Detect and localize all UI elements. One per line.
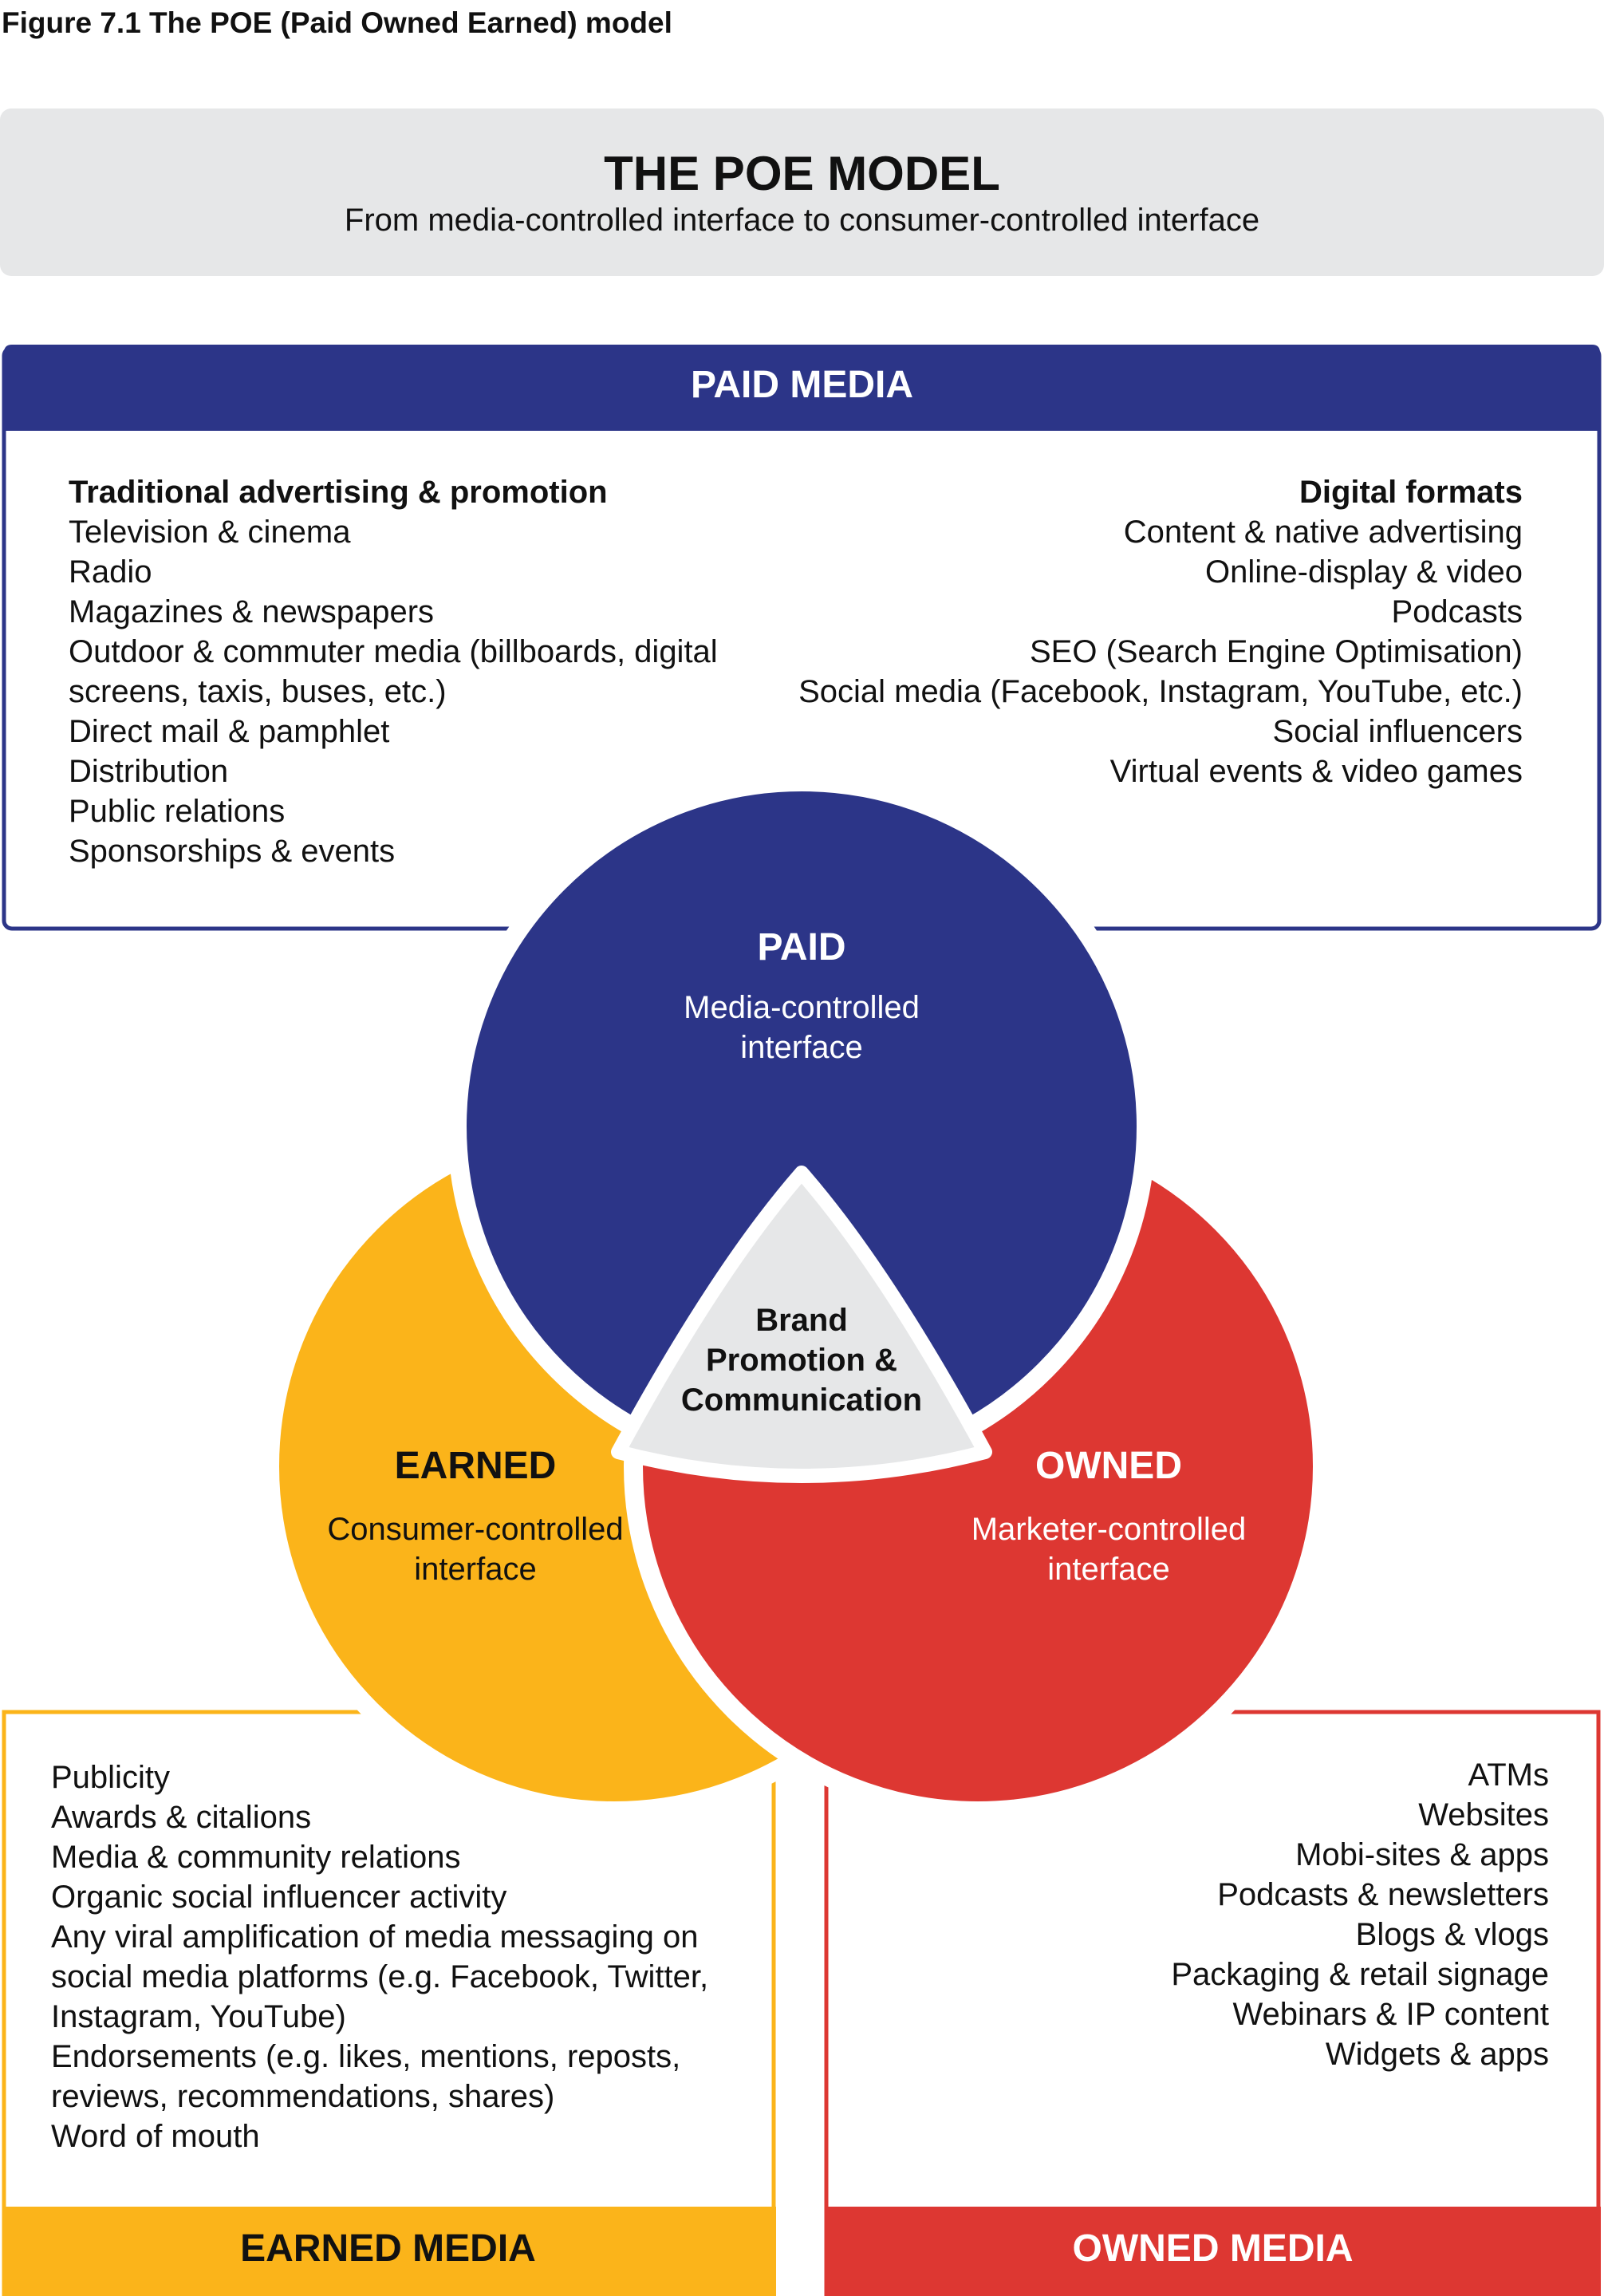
owned-media-band (825, 2207, 1601, 2296)
list-item: Direct mail & pamphlet (69, 714, 390, 749)
list-item: Word of mouth (51, 2119, 260, 2154)
list-item: Sponsorships & events (69, 834, 396, 869)
owned-list: ATMs Websites Mobi-sites & apps Podcasts… (845, 1755, 1549, 2074)
list-item: Media & community relations (51, 1840, 461, 1875)
earned-circle-title: EARNED (394, 1445, 557, 1487)
list-item: Organic social influencer activity (51, 1880, 507, 1915)
digital-heading: Digital formats (1299, 475, 1523, 510)
paid-circle-caption: Media-controlled interface (602, 988, 1001, 1067)
owned-circle-caption: Marketer-controlled interface (909, 1509, 1308, 1589)
list-item: Instagram, YouTube) (51, 1999, 346, 2034)
owned-caption-line: interface (1047, 1552, 1170, 1587)
list-item: Endorsements (e.g. likes, mentions, repo… (51, 2039, 681, 2074)
list-item: Any viral amplification of media messagi… (51, 1919, 699, 1955)
model-title-box: THE POE MODEL From media-controlled inte… (0, 108, 1604, 276)
model-subtitle: From media-controlled interface to consu… (344, 203, 1260, 238)
earned-media-footer: EARNED MEDIA (240, 2227, 536, 2270)
paid-circle-title: PAID (757, 926, 846, 969)
list-item: social media platforms (e.g. Facebook, T… (51, 1959, 709, 1994)
list-item: Podcasts & newsletters (1217, 1877, 1549, 1912)
list-item: Widgets & apps (1325, 2037, 1549, 2072)
owned-media-footer: OWNED MEDIA (1072, 2227, 1354, 2270)
list-item: Virtual events & video games (1109, 754, 1523, 789)
earned-list: Publicity Awards & citalions Media & com… (51, 1758, 753, 2156)
list-item: Packaging & retail signage (1171, 1957, 1549, 1992)
list-item: Content & native advertising (1123, 515, 1523, 550)
list-item: Social media (Facebook, Instagram, YouTu… (798, 674, 1523, 709)
list-item: Awards & citalions (51, 1800, 312, 1835)
list-item: Radio (69, 554, 152, 590)
earned-media-band (2, 2207, 776, 2296)
center-caption-line: Brand (755, 1303, 848, 1338)
list-item: Mobi-sites & apps (1295, 1837, 1549, 1872)
center-overlap-area (611, 1166, 992, 1483)
list-item: Publicity (51, 1760, 170, 1795)
list-item: ATMs (1468, 1758, 1549, 1793)
center-caption-line: Communication (680, 1383, 923, 1418)
center-caption-line: Promotion & (706, 1343, 897, 1378)
list-item: Public relations (69, 794, 286, 829)
list-item: Websites (1418, 1797, 1549, 1832)
list-item: Distribution (69, 754, 229, 789)
list-item: Blogs & vlogs (1355, 1917, 1549, 1952)
list-item: SEO (Search Engine Optimisation) (1029, 634, 1523, 669)
paid-caption-line: interface (740, 1030, 863, 1065)
list-item: Webinars & IP content (1232, 1997, 1549, 2032)
paid-media-header: PAID MEDIA (690, 364, 914, 406)
traditional-heading: Traditional advertising & promotion (69, 475, 608, 510)
model-title: THE POE MODEL (604, 147, 1000, 200)
earned-caption-line: interface (414, 1552, 537, 1587)
figure-title: Figure 7.1 The POE (Paid Owned Earned) m… (2, 6, 672, 39)
list-item: Social influencers (1272, 714, 1523, 749)
owned-circle-title: OWNED (1035, 1445, 1182, 1487)
paid-caption-line: Media-controlled (684, 990, 920, 1025)
list-item: reviews, recommendations, shares) (51, 2079, 555, 2114)
owned-caption-line: Marketer-controlled (971, 1512, 1247, 1547)
list-item: Television & cinema (69, 515, 351, 550)
list-item: Podcasts (1391, 594, 1523, 629)
earned-circle-caption: Consumer-controlled interface (276, 1509, 675, 1589)
list-item: Magazines & newspapers (69, 594, 435, 629)
center-caption: Brand Promotion & Communication (642, 1300, 961, 1420)
list-item: Online-display & video (1205, 554, 1523, 590)
list-item: Outdoor & commuter media (billboards, di… (69, 634, 718, 669)
traditional-list: Traditional advertising & promotion Tele… (69, 472, 786, 871)
digital-list: Digital formats Content & native adverti… (766, 472, 1523, 791)
earned-caption-line: Consumer-controlled (327, 1512, 624, 1547)
list-item: screens, taxis, buses, etc.) (69, 674, 447, 709)
paid-media-band (4, 345, 1600, 431)
